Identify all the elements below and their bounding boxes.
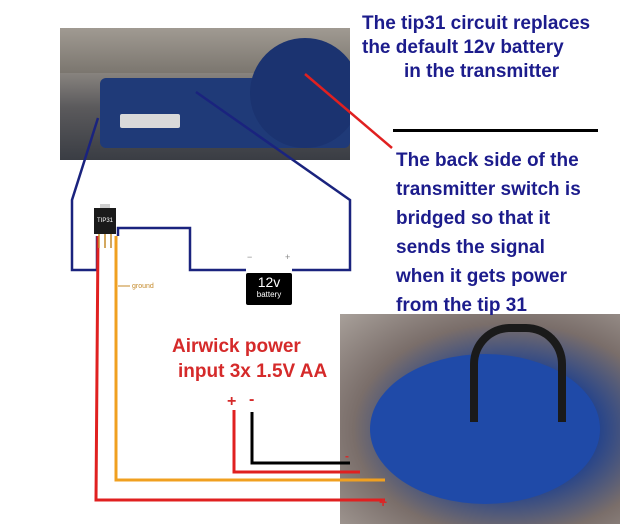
ground-label: ground [132, 283, 154, 290]
red-wire-transistor [94, 235, 385, 502]
black-wire-loop [470, 324, 566, 422]
transistor-tab [100, 204, 110, 210]
power-plus-sign: + [227, 393, 237, 410]
blue-wire-middle [116, 226, 246, 272]
connector-minus-sign: - [345, 449, 349, 463]
pointer-arrow [304, 73, 393, 149]
12v-battery: 12v battery [246, 273, 292, 305]
orange-ground-wire [114, 236, 385, 482]
black-power-wire [250, 412, 350, 465]
power-input-label: Airwick power input 3x 1.5V AA [172, 336, 328, 382]
red-power-wire [232, 410, 360, 474]
transmitter-switch [120, 114, 180, 128]
battery-minus-sign: − [247, 252, 253, 262]
power-minus-sign: - [249, 391, 255, 408]
battery-voltage: 12v [257, 274, 281, 290]
blue-wire-right [195, 90, 352, 272]
blue-wire-left [70, 117, 100, 272]
battery-plus-sign: + [285, 252, 291, 262]
transistor-label: TIP31 [96, 218, 113, 224]
airwick-photo [340, 314, 620, 524]
battery-holder [250, 38, 350, 148]
annotation-switch-bridged: The back side of the transmitter switch … [396, 150, 581, 316]
tip31-transistor: TIP31 [94, 208, 116, 234]
divider [393, 129, 598, 132]
connector-plus-sign: + [379, 494, 388, 510]
transmitter-photo [60, 28, 350, 160]
battery-label: battery [256, 290, 282, 299]
annotation-replaces-battery: The tip31 circuit replaces the default 1… [362, 13, 591, 82]
